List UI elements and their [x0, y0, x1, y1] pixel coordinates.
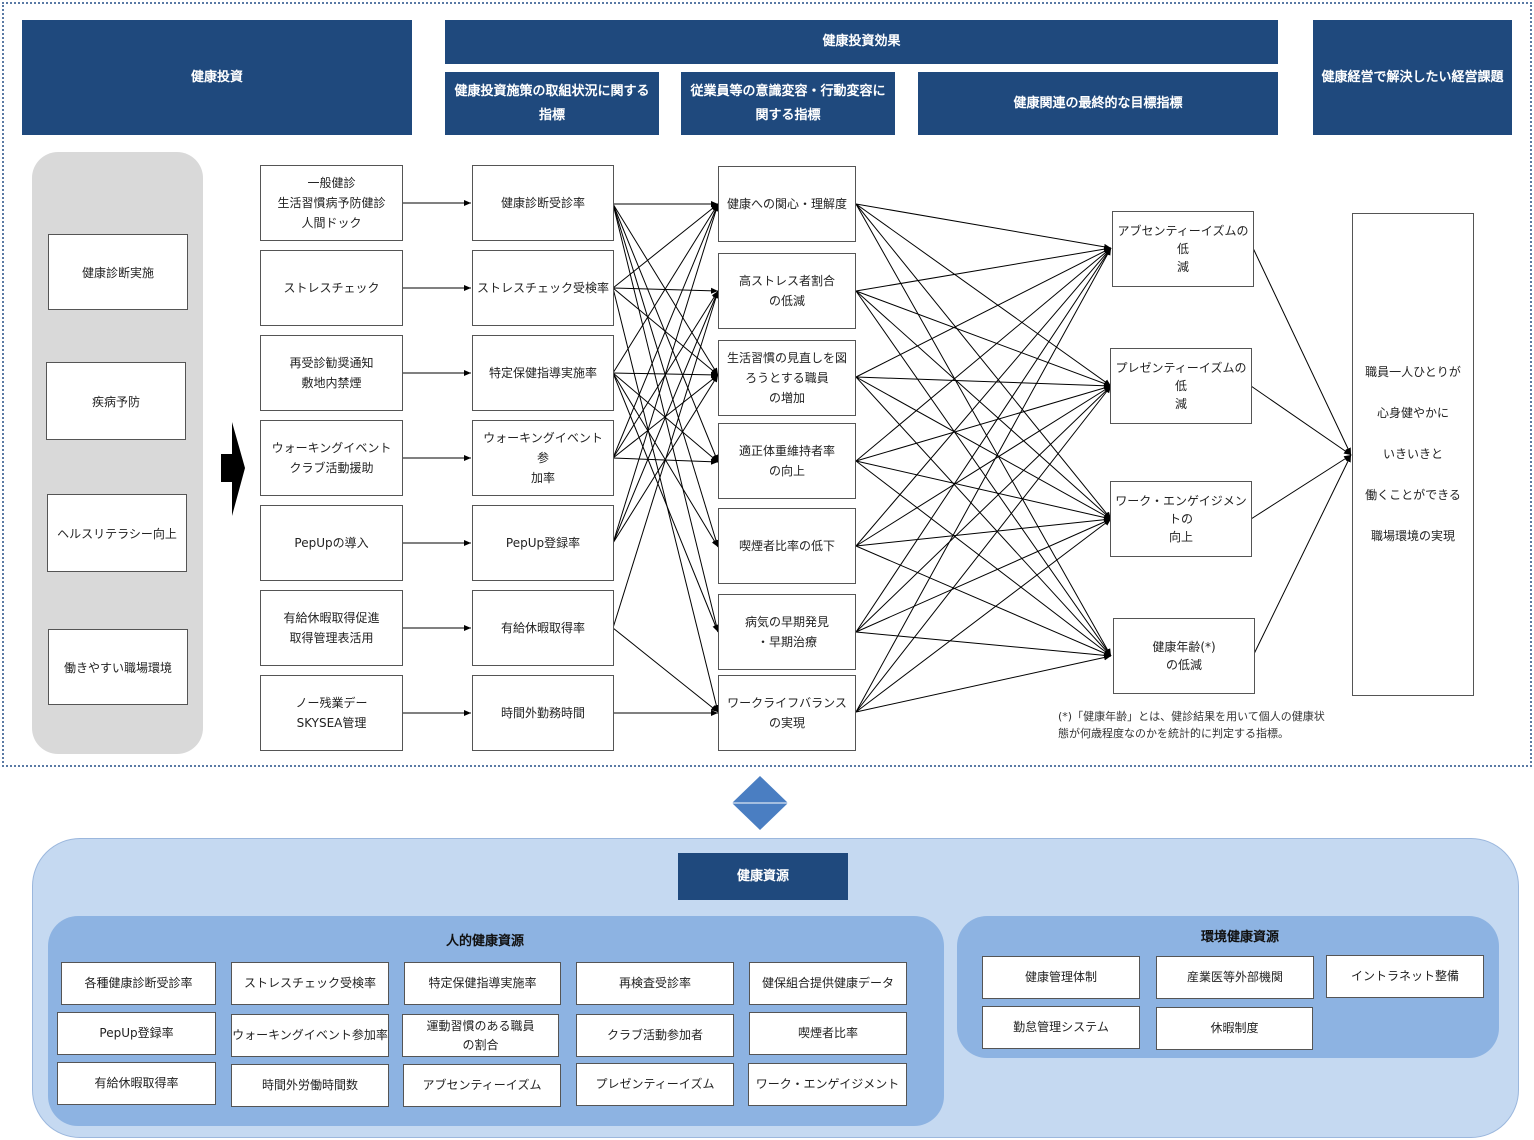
- indicator-guidance-rate: 特定保健指導実施率: [472, 335, 614, 411]
- measure-walking-event: ウォーキングイベント クラブ活動援助: [260, 420, 403, 496]
- diamond-icon: [732, 776, 788, 830]
- resource-smoking-rate: 喫煙者比率: [749, 1012, 907, 1055]
- resource-leave-rate: 有給休暇取得率: [57, 1062, 216, 1105]
- behavior-early-detection: 病気の早期発見 ・早期治療: [718, 594, 856, 670]
- resource-walking-rate: ウォーキングイベント参加率: [231, 1014, 389, 1057]
- indicator-pepup-rate: PepUp登録率: [472, 505, 614, 581]
- goal-absenteeism: アブセンティーイズムの低 減: [1112, 211, 1254, 287]
- resource-guidance-rate: 特定保健指導実施率: [404, 962, 561, 1005]
- resource-stress-check-rate: ストレスチェック受検率: [231, 962, 389, 1005]
- resource-overtime-hours: 時間外労働時間数: [231, 1064, 389, 1107]
- resource-pepup-rate: PepUp登録率: [57, 1012, 216, 1055]
- left-item-health-checkup: 健康診断実施: [48, 234, 188, 310]
- header-management-issue: 健康経営で解決したい経営課題: [1313, 20, 1512, 135]
- left-item-workplace: 働きやすい職場環境: [48, 629, 188, 705]
- measure-pepup: PepUpの導入: [260, 505, 403, 581]
- indicator-overtime-hours: 時間外勤務時間: [472, 675, 614, 751]
- behavior-high-stress: 高ストレス者割合 の低減: [718, 253, 856, 329]
- goal-presenteeism: プレゼンティーイズムの低 減: [1110, 348, 1252, 424]
- header-effect: 健康投資効果: [445, 20, 1278, 64]
- resource-checkup-rate: 各種健康診断受診率: [61, 962, 216, 1005]
- health-resources-title: 健康資源: [678, 853, 848, 900]
- resource-absenteeism: アブセンティーイズム: [403, 1064, 561, 1107]
- final-goal-line: 働くことができる: [1365, 488, 1461, 502]
- behavior-work-life: ワークライフバランス の実現: [718, 675, 856, 751]
- left-item-disease-prevention: 疾病予防: [46, 362, 186, 440]
- left-item-health-literacy: ヘルスリテラシー向上: [47, 494, 187, 572]
- measure-no-overtime: ノー残業デー SKYSEA管理: [260, 675, 403, 751]
- final-goal-line: 職員一人ひとりが: [1365, 365, 1461, 379]
- goal-health-age: 健康年齢(*) の低減: [1113, 618, 1255, 694]
- resource-engagement: ワーク・エンゲイジメント: [748, 1063, 907, 1106]
- header-effect-indicators: 健康投資施策の取組状況に関する指標: [445, 72, 659, 135]
- measure-health-checkup: 一般健診 生活習慣病予防健診 人間ドック: [260, 165, 403, 241]
- resource-external-agencies: 産業医等外部機関: [1156, 956, 1314, 999]
- resource-intranet: イントラネット整備: [1326, 955, 1484, 998]
- indicator-leave-rate: 有給休暇取得率: [472, 590, 614, 666]
- indicator-checkup-rate: 健康診断受診率: [472, 165, 614, 241]
- measure-paid-leave: 有給休暇取得促進 取得管理表活用: [260, 590, 403, 666]
- resource-club-participants: クラブ活動参加者: [576, 1014, 734, 1057]
- header-behavior-indicators: 従業員等の意識変容・行動変容に関する指標: [681, 72, 895, 135]
- resource-reexam-rate: 再検査受診率: [576, 962, 734, 1005]
- measure-stress-check: ストレスチェック: [260, 250, 403, 326]
- behavior-smoking: 喫煙者比率の低下: [718, 508, 856, 584]
- measure-reexam-notice: 再受診勧奨通知 敷地内禁煙: [260, 335, 403, 411]
- behavior-weight: 適正体重維持者率 の向上: [718, 423, 856, 499]
- human-resources-title: 人的健康資源: [445, 934, 524, 949]
- final-goal-line: 心身健やかに: [1376, 406, 1449, 420]
- goal-engagement: ワーク・エンゲイジメントの 向上: [1110, 481, 1252, 557]
- final-goal-line: いきいきと: [1382, 447, 1443, 461]
- indicator-stress-check-rate: ストレスチェック受検率: [472, 250, 614, 326]
- final-goal-line: 職場環境の実現: [1370, 529, 1455, 543]
- indicator-walking-rate: ウォーキングイベント 参 加率: [472, 420, 614, 496]
- header-final-goals: 健康関連の最終的な目標指標: [918, 72, 1278, 135]
- resource-insurer-data: 健保組合提供健康データ: [749, 962, 907, 1005]
- health-age-footnote: (*)「健康年齢」とは、健診結果を用いて個人の健康状 態が何歳程度なのかを統計的…: [1058, 710, 1325, 740]
- resource-leave-system: 休暇制度: [1156, 1007, 1313, 1050]
- resource-health-management: 健康管理体制: [982, 956, 1140, 999]
- behavior-health-interest: 健康への関心・理解度: [718, 166, 856, 242]
- final-goal-box: 職員一人ひとりが 心身健やかに いきいきと 働くことができる 職場環境の実現: [1352, 213, 1474, 696]
- arrow-right-icon: [221, 422, 245, 516]
- env-resources-title: 環境健康資源: [1200, 930, 1279, 945]
- resource-attendance-system: 勤怠管理システム: [982, 1006, 1140, 1049]
- effects-frame: [2, 2, 1532, 767]
- behavior-lifestyle: 生活習慣の見直しを図 ろうとする職員 の増加: [718, 340, 856, 416]
- resource-presenteeism: プレゼンティーイズム: [576, 1063, 734, 1106]
- connector-lines: [403, 200, 1352, 716]
- resource-exercise-habit: 運動習慣のある職員 の割合: [402, 1014, 559, 1057]
- header-investment: 健康投資: [22, 20, 412, 135]
